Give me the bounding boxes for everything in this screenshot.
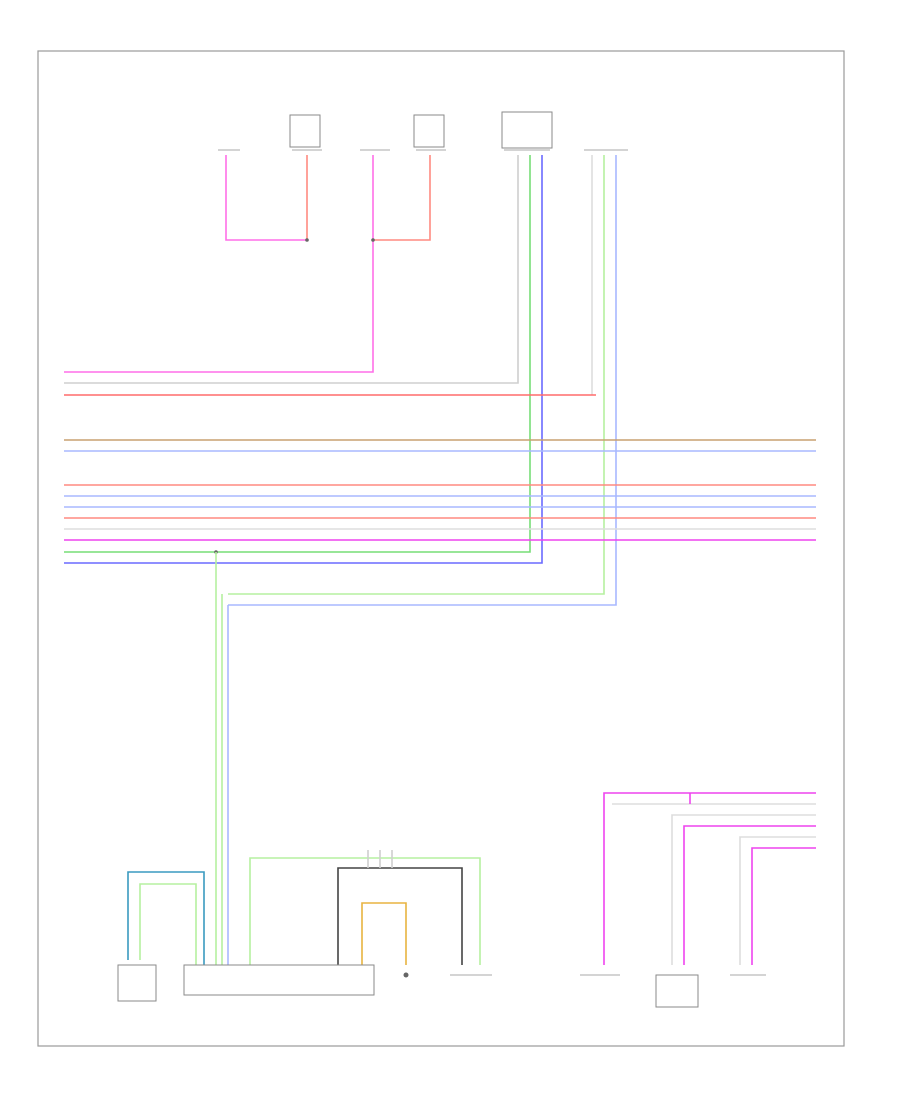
bottom-right-wiring (603, 792, 816, 965)
top-wires (64, 155, 617, 606)
wire-green-comp5 (64, 155, 531, 553)
wire-lightblue-comp6 (228, 155, 617, 606)
bottom-components (117, 964, 766, 1008)
wire-gray-comp5 (64, 155, 519, 384)
component-bottom-module (183, 964, 375, 996)
bus-group-3 (64, 484, 816, 541)
ground-point (403, 972, 409, 978)
wire-pink-top-mid (64, 155, 374, 373)
component-top-5 (501, 111, 553, 151)
component-top-4 (413, 114, 446, 151)
wire-salmon-top-mid (373, 155, 431, 241)
diagram-border (37, 50, 845, 1047)
wire-pink-top-left (225, 155, 307, 241)
component-top-2 (289, 114, 322, 151)
bottom-left-wiring (127, 850, 481, 965)
wire-lightgreen-comp6 (228, 155, 605, 595)
bus-group-2 (64, 439, 816, 452)
vertical-drops (214, 550, 229, 965)
component-bottom-right-box (655, 974, 699, 1008)
wire-blue-comp5 (64, 155, 543, 564)
component-bottom-left (117, 964, 157, 1002)
top-components (218, 111, 628, 151)
